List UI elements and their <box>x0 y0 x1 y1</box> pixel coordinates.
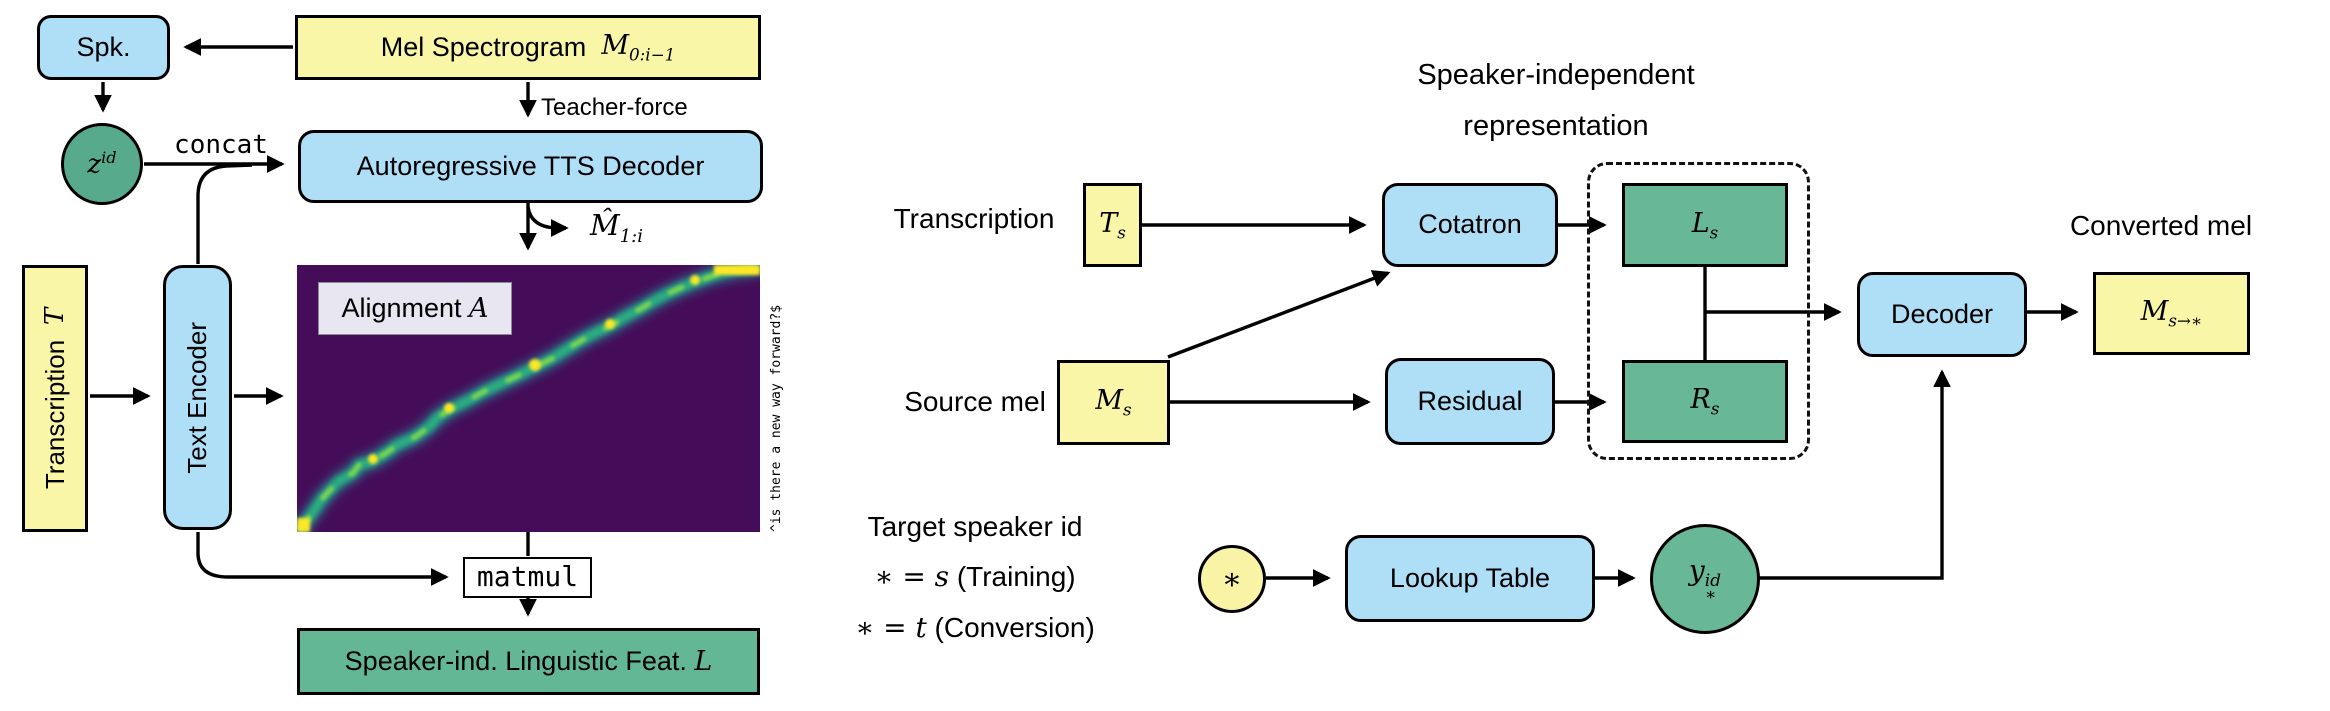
star-label: ∗ <box>1221 561 1243 597</box>
arrow-ms-to-cotatron <box>1167 270 1391 359</box>
lookup-table-label: Lookup Table <box>1389 562 1551 593</box>
residual-label: Residual <box>1417 385 1523 416</box>
ts-box: Ts <box>1083 183 1142 267</box>
ts-label: Ts <box>1099 207 1126 242</box>
speaker-independent-dashed-region <box>1587 162 1810 460</box>
lookup-table-box: Lookup Table <box>1345 535 1595 622</box>
mel-spectrogram-label: Mel Spectrogram <box>380 31 587 62</box>
target-caption-line1: Target speaker id <box>867 511 1083 542</box>
alignment-transcript-sidetext: ^is there a new way forward?$ <box>769 305 784 532</box>
source-mel-label: Source mel <box>904 386 1046 417</box>
teacher-force-label: Teacher-force <box>541 94 688 121</box>
matmul-label: matmul <box>476 560 579 594</box>
text-encoder-box: Text Encoder <box>163 265 232 530</box>
alignment-title: Alignment <box>341 293 462 323</box>
target-caption-line2: ∗ = s (Training) <box>874 560 1076 594</box>
z-id-label: zid <box>87 147 117 180</box>
alignment-title-chip: Alignment A <box>318 282 512 335</box>
speaker-ind-feat-math: L <box>694 645 713 677</box>
mel-spectrogram-box: Mel Spectrogram M0:i−1 <box>295 15 761 80</box>
alignment-hotspots <box>297 265 760 532</box>
converted-mel-label: Converted mel <box>2069 210 2253 241</box>
tts-decoder-box: Autoregressive TTS Decoder <box>298 130 763 203</box>
decoder-box: Decoder <box>1857 272 2027 357</box>
concat-label: concat <box>174 130 268 160</box>
spk-encoder-box: Spk. <box>37 15 170 80</box>
tts-decoder-label: Autoregressive TTS Decoder <box>356 150 705 181</box>
ms-box: Ms <box>1057 360 1170 445</box>
alignment-math: A <box>469 293 489 324</box>
spk-encoder-label: Spk. <box>76 31 131 62</box>
title-line2: representation <box>1463 109 1649 142</box>
target-caption-line3: ∗ = t (Conversion) <box>855 610 1095 644</box>
ls-label: Ls <box>1691 207 1719 242</box>
target-speaker-id-caption: Target speaker id ∗ = s (Training) ∗ = t… <box>855 502 1095 653</box>
arrow-tts-to-mhat <box>526 206 569 237</box>
cotatron-label: Cotatron <box>1418 209 1522 240</box>
speaker-ind-feat-label: Speaker-ind. Linguistic Feat. <box>344 645 687 676</box>
alignment-band-bright <box>298 265 758 531</box>
ls-box: Ls <box>1622 183 1788 267</box>
transcription-row-label: Transcription <box>893 203 1055 234</box>
title-line1: Speaker-independent <box>1417 59 1695 91</box>
z-id-embedding-circle: zid <box>61 123 143 205</box>
text-encoder-label: Text Encoder <box>182 321 213 474</box>
residual-box: Residual <box>1385 358 1555 445</box>
matmul-op-box: matmul <box>463 557 592 598</box>
speaker-ind-feat-box: Speaker-ind. Linguistic Feat. L <box>297 628 760 695</box>
converted-mel-box: Ms→∗ <box>2093 272 2250 355</box>
speaker-independent-title: Speaker-independent representation <box>1417 50 1694 152</box>
mel-math: M0:i−1 <box>601 30 676 65</box>
cotatron-box: Cotatron <box>1382 183 1558 267</box>
arrow-encoder-to-matmul <box>196 532 449 586</box>
transcription-input-box: Transcription T <box>22 265 88 532</box>
transcription-input-label: Transcription T <box>39 307 70 490</box>
target-speaker-star-circle: ∗ <box>1198 545 1266 613</box>
rs-label: Rs <box>1690 384 1720 419</box>
ms-label: Ms <box>1095 385 1132 420</box>
rs-box: Rs <box>1622 360 1788 443</box>
curve-encoder-to-concat <box>196 163 253 264</box>
mhat-output-label: M̂1:i <box>590 208 643 247</box>
converted-mel-math: Ms→∗ <box>2140 296 2203 331</box>
decoder-label: Decoder <box>1890 298 1994 329</box>
